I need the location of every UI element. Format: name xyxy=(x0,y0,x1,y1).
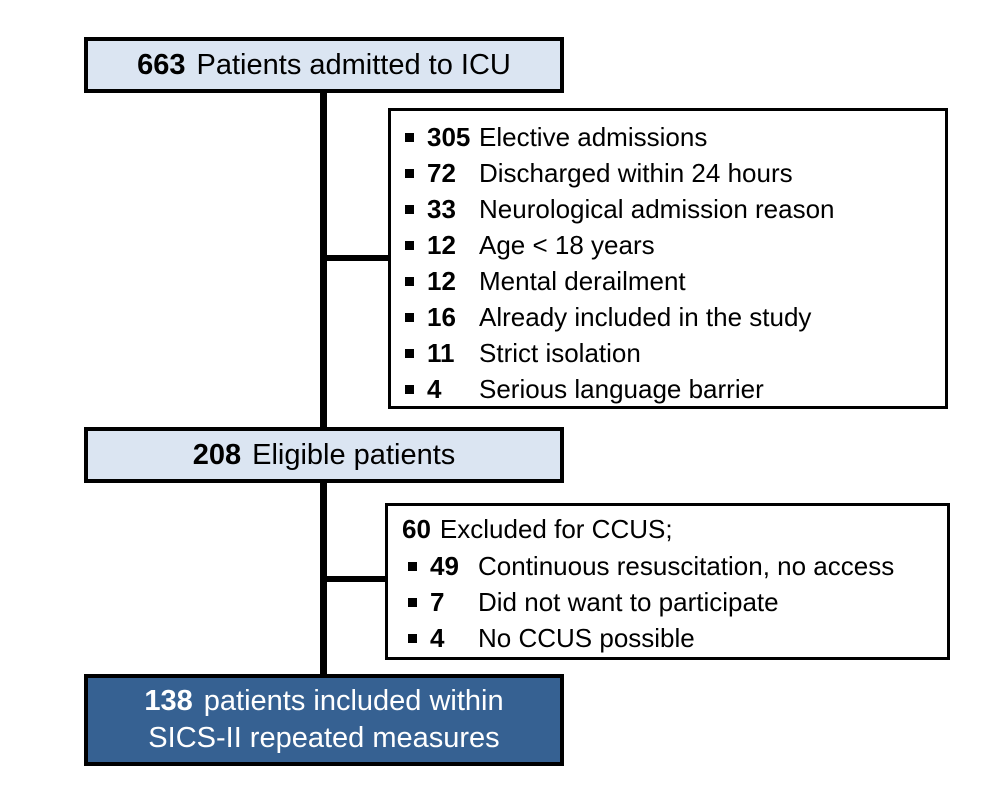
connector-branch-exclusions-ccus xyxy=(324,576,385,582)
exclusion-count: 16 xyxy=(427,301,456,332)
bullet-icon xyxy=(405,169,427,178)
exclusion-count: 11 xyxy=(427,337,455,368)
exclusion-item: 12 Mental derailment xyxy=(405,263,939,299)
exclusion-count: 4 xyxy=(427,373,442,404)
exclusion-item: 12 Age < 18 years xyxy=(405,227,939,263)
included-label-line1: patients included within xyxy=(203,685,504,717)
bullet-icon xyxy=(405,205,427,214)
included-count: 138 xyxy=(144,685,193,717)
eligible-count: 208 xyxy=(192,438,242,471)
ccus-excluded-label: Excluded for CCUS; xyxy=(439,514,673,544)
bullet-icon xyxy=(405,241,427,250)
exclusion-count: 12 xyxy=(427,229,456,260)
exclusion-count: 12 xyxy=(427,265,456,296)
bullet-icon xyxy=(408,598,430,607)
bullet-icon xyxy=(408,562,430,571)
exclusion-label: Already included in the study xyxy=(479,301,812,332)
exclusion-label: Did not want to participate xyxy=(478,586,779,617)
box-exclusions-ccus: 60 Excluded for CCUS; 49 Continuous resu… xyxy=(385,503,950,660)
box-exclusions-primary: 305 Elective admissions 72 Discharged wi… xyxy=(388,108,948,409)
exclusion-label: Serious language barrier xyxy=(479,373,764,404)
exclusion-label: Mental derailment xyxy=(479,265,686,296)
bullet-icon xyxy=(405,313,427,322)
exclusion-item: 4 No CCUS possible xyxy=(408,620,941,656)
bullet-icon xyxy=(408,634,430,643)
exclusion-item: 11 Strict isolation xyxy=(405,335,939,371)
exclusion-item: 16 Already included in the study xyxy=(405,299,939,335)
exclusion-item: 305 Elective admissions xyxy=(405,119,939,155)
exclusion-label: Discharged within 24 hours xyxy=(479,157,793,188)
included-line1: 138 patients included within xyxy=(144,683,503,720)
exclusion-item: 4 Serious language barrier xyxy=(405,371,939,407)
admitted-label: Patients admitted to ICU xyxy=(196,48,511,81)
admitted-count: 663 xyxy=(137,48,186,81)
exclusion-item: 7 Did not want to participate xyxy=(408,584,941,620)
exclusion-label: Continuous resuscitation, no access xyxy=(478,550,895,581)
bullet-icon xyxy=(405,277,427,286)
exclusion-label: Strict isolation xyxy=(479,337,641,368)
exclusion-label: Elective admissions xyxy=(479,121,708,152)
bullet-icon xyxy=(405,385,427,394)
connector-branch-exclusions-primary xyxy=(324,255,388,261)
ccus-excluded-count: 60 xyxy=(402,514,431,544)
included-label-line2: SICS-II repeated measures xyxy=(148,722,500,754)
exclusion-item: 49 Continuous resuscitation, no access xyxy=(408,548,941,584)
exclusion-item: 72 Discharged within 24 hours xyxy=(405,155,939,191)
eligible-label: Eligible patients xyxy=(252,438,456,471)
connector-vertical-top xyxy=(320,90,327,430)
exclusion-count: 33 xyxy=(427,193,456,224)
box-patients-admitted: 663 Patients admitted to ICU xyxy=(84,37,564,93)
exclusion-count: 49 xyxy=(430,550,459,581)
exclusion-count: 305 xyxy=(427,121,471,152)
exclusion-count: 7 xyxy=(430,586,445,617)
exclusion-label: No CCUS possible xyxy=(478,622,695,653)
exclusion-label: Age < 18 years xyxy=(479,229,655,260)
exclusion-label: Neurological admission reason xyxy=(479,193,835,224)
exclusion-count: 4 xyxy=(430,622,445,653)
bullet-icon xyxy=(405,133,427,142)
ccus-exclusion-header: 60 Excluded for CCUS; xyxy=(402,511,941,548)
connector-vertical-bottom xyxy=(320,481,327,677)
bullet-icon xyxy=(405,349,427,358)
box-eligible-patients: 208 Eligible patients xyxy=(84,427,564,483)
exclusion-item: 33 Neurological admission reason xyxy=(405,191,939,227)
box-included-patients: 138 patients included within SICS-II repe… xyxy=(84,674,564,766)
exclusion-count: 72 xyxy=(427,157,456,188)
